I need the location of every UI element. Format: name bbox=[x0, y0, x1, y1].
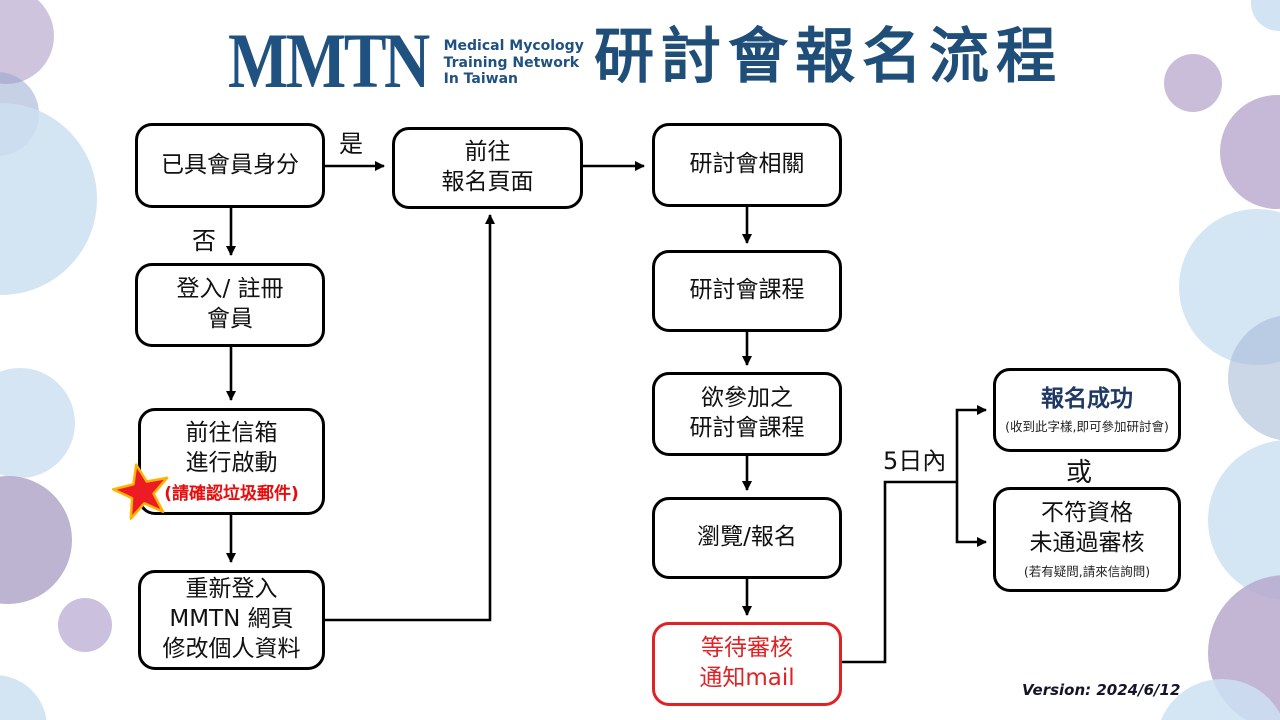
node-label: 重新登入 MMTN 網頁 修改個人資料 bbox=[162, 576, 301, 662]
node-registration-success: 報名成功 (收到此字樣,即可參加研討會) bbox=[993, 368, 1181, 452]
node-label: 前往信箱 進行啟動 bbox=[185, 419, 278, 476]
node-not-qualified: 不符資格 未通過審核 (若有疑問,請來信詢問) bbox=[993, 487, 1181, 592]
mmtn-logo: MMTN Medical Mycology Training Network I… bbox=[228, 17, 584, 104]
node-browse-register: 瀏覽/報名 bbox=[652, 497, 842, 579]
node-relogin: 重新登入 MMTN 網頁 修改個人資料 bbox=[138, 570, 325, 670]
decor-circle bbox=[58, 598, 112, 652]
node-seminar-course: 研討會課程 bbox=[652, 250, 842, 332]
node-label: 欲參加之 研討會課程 bbox=[689, 385, 805, 441]
node-label: 瀏覽/報名 bbox=[697, 524, 797, 551]
node-label: 研討會相關 bbox=[689, 151, 805, 178]
logo-subtitle-line: Medical Mycology bbox=[443, 38, 584, 54]
node-label: 等待審核 通知mail bbox=[699, 635, 795, 691]
arrow-relogin-to-regpage bbox=[325, 214, 495, 622]
edge-label-or: 或 bbox=[1066, 458, 1093, 488]
node-course-to-join: 欲參加之 研討會課程 bbox=[652, 372, 842, 456]
line-wait-to-branch bbox=[842, 480, 957, 664]
logo-acronym: MMTN bbox=[228, 17, 430, 104]
node-seminar-related: 研討會相關 bbox=[652, 123, 842, 207]
node-member-check: 已具會員身分 bbox=[135, 123, 325, 208]
node-wait-review: 等待審核 通知mail bbox=[652, 622, 842, 706]
node-goto-registration: 前往 報名頁面 bbox=[392, 127, 583, 209]
star-icon bbox=[111, 463, 169, 520]
version-label: Version: 2024/6/12 bbox=[1022, 681, 1181, 699]
node-note: (收到此字樣,即可參加研討會) bbox=[1005, 419, 1169, 435]
logo-subtitle-line: Training Network bbox=[443, 54, 580, 71]
edge-label-within-5-days: 5日內 bbox=[883, 447, 947, 475]
arrow-branch-to-success bbox=[955, 405, 987, 482]
node-label: 報名成功 bbox=[1041, 385, 1133, 412]
arrow-branch-to-reject bbox=[955, 482, 987, 547]
node-warning-note: (請確認垃圾郵件) bbox=[164, 484, 299, 505]
node-label: 前往 報名頁面 bbox=[441, 139, 534, 195]
page-title: 研討會報名流程 bbox=[594, 22, 1063, 92]
node-label: 研討會課程 bbox=[689, 277, 805, 304]
node-label: 登入/ 註冊 會員 bbox=[176, 276, 284, 332]
logo-subtitle-line: In Taiwan bbox=[443, 71, 518, 87]
node-label: 不符資格 未通過審核 bbox=[1029, 500, 1145, 556]
node-label: 已具會員身分 bbox=[161, 151, 299, 178]
decor-circle bbox=[1164, 54, 1222, 112]
edge-label-no: 否 bbox=[192, 227, 216, 255]
node-activate-mailbox: 前往信箱 進行啟動 (請確認垃圾郵件) bbox=[138, 408, 325, 515]
node-login-register: 登入/ 註冊 會員 bbox=[135, 263, 325, 347]
logo-subtitle: Medical Mycology Training Network In Tai… bbox=[444, 30, 584, 88]
edge-label-yes: 是 bbox=[339, 130, 363, 158]
node-note: (若有疑問,請來信詢問) bbox=[1023, 563, 1151, 579]
